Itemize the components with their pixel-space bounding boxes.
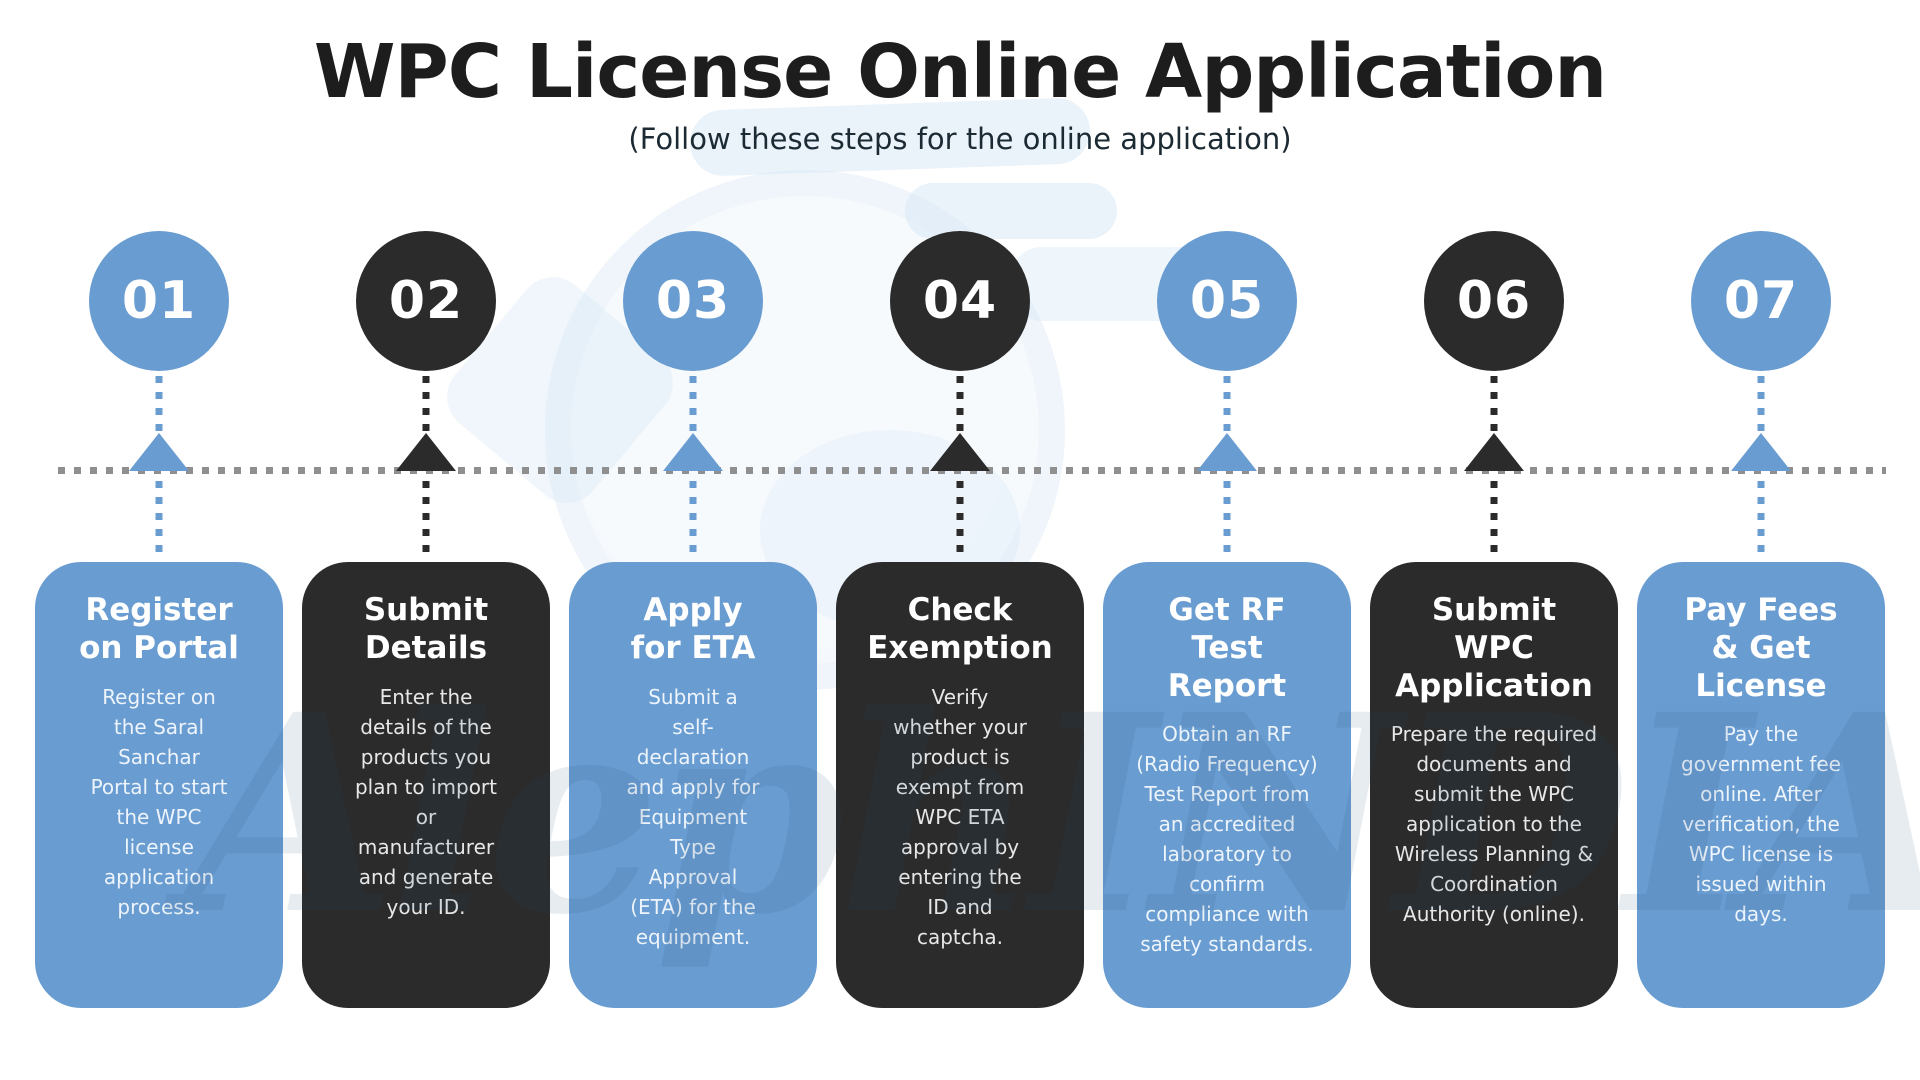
arrow-up-icon	[1464, 433, 1524, 471]
step-column: 02 Submit Details Enter the details of t…	[302, 0, 550, 1080]
step-number-badge: 04	[890, 231, 1030, 371]
step-column: 07 Pay Fees & Get License Pay the govern…	[1637, 0, 1885, 1080]
step-card: Apply for ETA Submit a self- declaration…	[569, 562, 817, 1008]
step-column: 06 Submit WPC Application Prepare the re…	[1370, 0, 1618, 1080]
step-card-description: Enter the details of the products you pl…	[354, 684, 497, 919]
connector-dots-bottom	[1490, 481, 1498, 561]
step-column: 05 Get RF Test Report Obtain an RF (Radi…	[1103, 0, 1351, 1080]
step-card: Pay Fees & Get License Pay the governmen…	[1637, 562, 1885, 1008]
step-column: 04 Check Exemption Verify whether your p…	[836, 0, 1084, 1080]
arrow-up-icon	[1197, 433, 1257, 471]
step-card: Submit Details Enter the details of the …	[302, 562, 550, 1008]
step-card-title: Submit WPC Application	[1395, 592, 1593, 704]
connector-dots-top	[422, 376, 430, 432]
step-card-description: Pay the government fee online. After ver…	[1681, 722, 1841, 927]
step-number: 05	[1189, 271, 1265, 331]
connector-dots-top	[689, 376, 697, 432]
step-card-title: Register on Portal	[79, 592, 239, 666]
step-number-badge: 03	[623, 231, 763, 371]
arrow-up-icon	[663, 433, 723, 471]
step-card: Check Exemption Verify whether your prod…	[836, 562, 1084, 1008]
step-card-description: Register on the Saral Sanchar Portal to …	[90, 684, 228, 919]
step-number-badge: 07	[1691, 231, 1831, 371]
step-number: 01	[121, 271, 197, 331]
connector-dots-bottom	[1223, 481, 1231, 561]
connector-dots-top	[956, 376, 964, 432]
step-card: Register on Portal Register on the Saral…	[35, 562, 283, 1008]
connector-dots-bottom	[1757, 481, 1765, 561]
arrow-up-icon	[129, 433, 189, 471]
step-card-description: Verify whether your product is exempt fr…	[893, 684, 1027, 949]
step-number-badge: 05	[1157, 231, 1297, 371]
step-column: 03 Apply for ETA Submit a self- declarat…	[569, 0, 817, 1080]
step-card-description: Prepare the required documents and submi…	[1390, 722, 1598, 927]
step-number-badge: 06	[1424, 231, 1564, 371]
step-card-description: Obtain an RF (Radio Frequency) Test Repo…	[1136, 722, 1318, 957]
step-card: Submit WPC Application Prepare the requi…	[1370, 562, 1618, 1008]
connector-dots-top	[155, 376, 163, 432]
connector-dots-bottom	[422, 481, 430, 561]
step-number: 06	[1456, 271, 1532, 331]
step-number-badge: 02	[356, 231, 496, 371]
step-card: Get RF Test Report Obtain an RF (Radio F…	[1103, 562, 1351, 1008]
step-number-badge: 01	[89, 231, 229, 371]
page-subtitle: (Follow these steps for the online appli…	[628, 121, 1292, 156]
step-number: 03	[655, 271, 731, 331]
connector-dots-bottom	[689, 481, 697, 561]
step-column: 01 Register on Portal Register on the Sa…	[35, 0, 283, 1080]
connector-dots-top	[1757, 376, 1765, 432]
connector-dots-top	[1490, 376, 1498, 432]
step-number: 07	[1723, 271, 1799, 331]
step-card-title: Pay Fees & Get License	[1684, 592, 1838, 704]
header: WPC License Online Application (Follow t…	[0, 0, 1920, 156]
step-card-description: Submit a self- declaration and apply for…	[626, 684, 760, 949]
step-card-title: Submit Details	[363, 592, 489, 666]
step-number: 02	[388, 271, 464, 331]
arrow-up-icon	[396, 433, 456, 471]
arrow-up-icon	[1731, 433, 1791, 471]
step-card-title: Get RF Test Report	[1167, 592, 1287, 704]
connector-dots-bottom	[155, 481, 163, 561]
page-title: WPC License Online Application	[313, 29, 1607, 115]
connector-dots-top	[1223, 376, 1231, 432]
connector-dots-bottom	[956, 481, 964, 561]
step-card-title: Apply for ETA	[630, 592, 756, 666]
arrow-up-icon	[930, 433, 990, 471]
step-number: 04	[922, 271, 998, 331]
step-card-title: Check Exemption	[867, 592, 1053, 666]
